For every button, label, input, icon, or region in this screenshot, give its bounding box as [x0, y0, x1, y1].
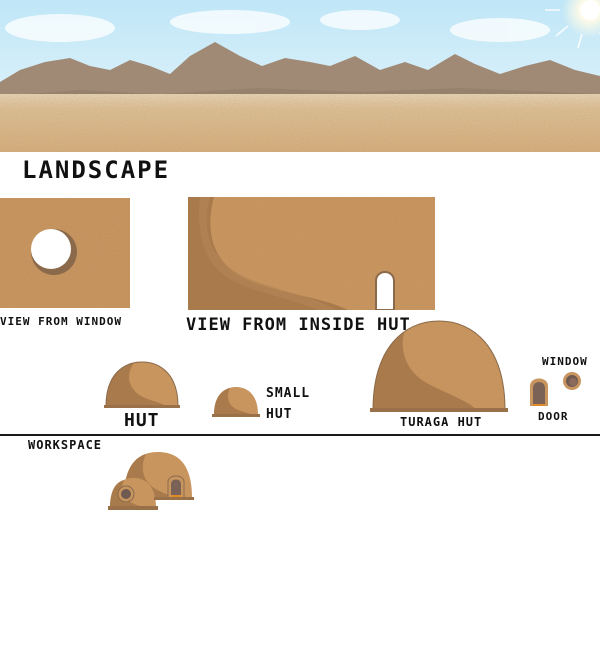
landscape-banner — [0, 0, 600, 152]
window-view-image — [0, 198, 130, 308]
workspace-hut-sprite[interactable] — [108, 448, 196, 510]
label-turaga-hut: TURAGA HUT — [400, 415, 483, 429]
label-small-hut: HUT — [266, 407, 293, 422]
workspace-divider — [0, 434, 600, 436]
window-sprite — [563, 372, 581, 390]
label-view-from-inside-hut: VIEW FROM INSIDE HUT — [186, 315, 411, 335]
label-view-from-window: VIEW FROM WINDOW — [0, 315, 122, 328]
door-sprite — [530, 378, 548, 406]
label-small: SMALL — [266, 386, 311, 401]
label-door: DOOR — [538, 410, 569, 423]
turaga-hut-sprite — [370, 320, 508, 412]
small-hut-sprite — [212, 387, 260, 417]
sun-icon — [545, 0, 600, 49]
inside-hut-view-image — [188, 197, 435, 310]
section-title-landscape: LANDSCAPE — [22, 156, 171, 184]
label-window: WINDOW — [542, 355, 588, 368]
section-title-workspace: WORKSPACE — [28, 438, 103, 452]
door-opening — [375, 271, 395, 310]
label-hut: HUT — [124, 410, 160, 431]
hut-sprite — [104, 361, 180, 408]
